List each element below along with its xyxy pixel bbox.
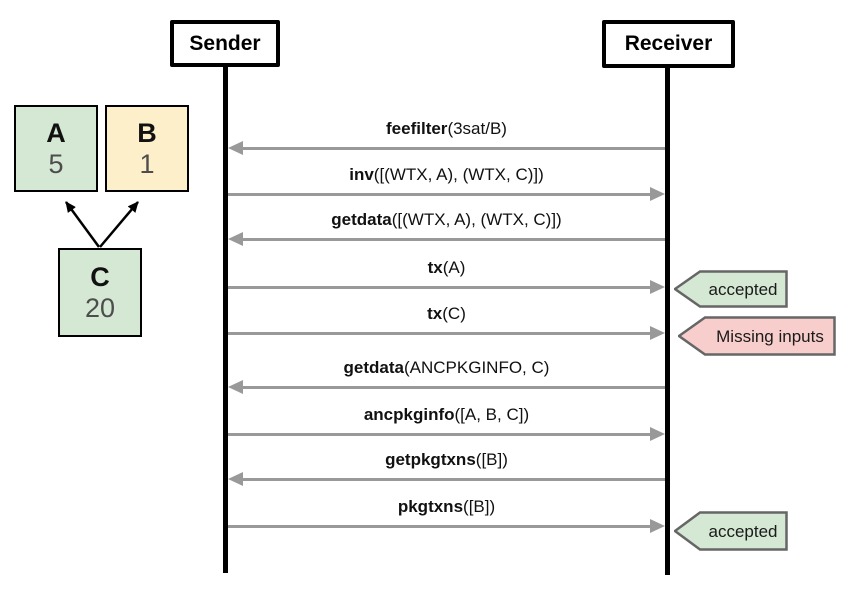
arrowhead-left-icon [228, 472, 243, 486]
message-label-inv: inv([(WTX, A), (WTX, C)]) [349, 165, 544, 184]
message-arrow-tx-c [228, 325, 665, 341]
arrowhead-left-icon [228, 380, 243, 394]
message-arrow-getdata-ancpkginfo [228, 379, 665, 395]
edge-c-to-a-arrow [64, 201, 101, 248]
message-label-pkgtxns: pkgtxns([B]) [397, 497, 496, 516]
message-label-tx-a: tx(A) [427, 258, 466, 277]
message-label-ancpkginfo: ancpkginfo([A, B, C]) [363, 405, 530, 424]
node-tx-b-fee: 1 [139, 148, 155, 179]
arrowhead-right-icon [650, 519, 665, 533]
badge-missing-inputs: Missing inputs [678, 316, 836, 356]
arrowhead-left-icon [228, 232, 243, 246]
sender-lifeline [223, 66, 228, 573]
arrowhead-right-icon [650, 280, 665, 294]
badge-accepted-pkgtxns: accepted [674, 511, 788, 551]
actor-box-sender: Sender [170, 20, 280, 67]
message-arrow-getpkgtxns [228, 471, 665, 487]
badge-accepted-pkgtxns-label: accepted [709, 522, 778, 541]
node-tx-c: C 20 [58, 248, 142, 337]
message-label-tx-c: tx(C) [427, 304, 466, 323]
actor-label-sender: Sender [189, 31, 261, 55]
arrowhead-right-icon [650, 427, 665, 441]
node-tx-b: B 1 [105, 105, 189, 192]
arrowhead-right-icon [650, 326, 665, 340]
message-label-getdata-ancpkginfo: getdata(ANCPKGINFO, C) [343, 358, 550, 377]
message-arrow-inv [228, 186, 665, 202]
badge-accepted-tx-a-label: accepted [709, 280, 778, 299]
dependency-arrows [64, 201, 139, 248]
node-tx-b-label: B [137, 118, 157, 149]
edge-c-to-b-arrow [99, 201, 139, 248]
node-tx-a-label: A [46, 118, 66, 149]
arrowhead-left-icon [228, 141, 243, 155]
message-arrow-ancpkginfo [228, 426, 665, 442]
arrowhead-right-icon [650, 187, 665, 201]
badge-accepted-tx-a: accepted [674, 270, 788, 308]
message-label-feefilter: feefilter(3sat/B) [386, 119, 507, 138]
receiver-lifeline [665, 67, 670, 575]
actor-label-receiver: Receiver [624, 32, 713, 55]
message-arrow-feefilter [228, 140, 665, 156]
badge-missing-inputs-label: Missing inputs [716, 327, 824, 346]
node-tx-c-label: C [90, 262, 110, 293]
message-arrow-tx-a [228, 279, 665, 295]
node-tx-a: A 5 [14, 105, 98, 192]
node-tx-c-fee: 20 [84, 292, 116, 323]
message-arrow-getdata-wtx [228, 231, 665, 247]
node-tx-a-fee: 5 [48, 148, 64, 179]
message-label-getpkgtxns: getpkgtxns([B]) [385, 450, 508, 469]
message-arrow-pkgtxns [228, 518, 665, 534]
actor-box-receiver: Receiver [602, 20, 735, 68]
message-label-getdata-wtx: getdata([(WTX, A), (WTX, C)]) [331, 210, 562, 229]
